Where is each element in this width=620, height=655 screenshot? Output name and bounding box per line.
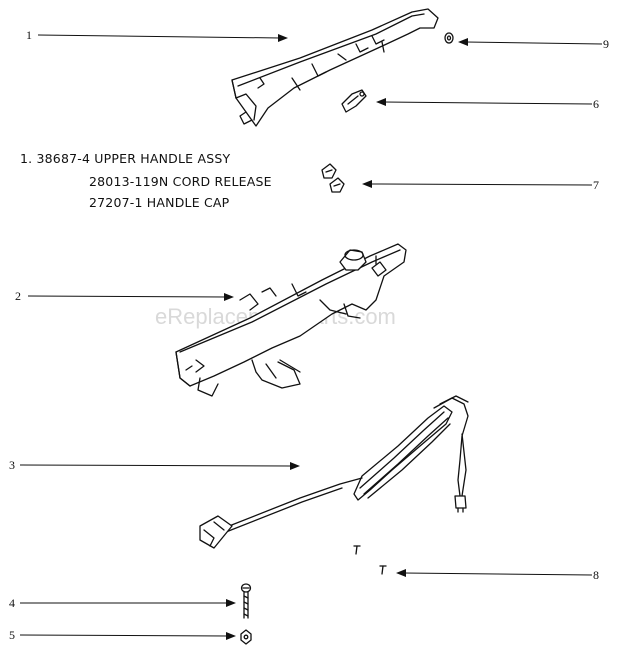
arrowhead-8	[396, 569, 406, 577]
leader-line-1	[37, 34, 281, 39]
leader-lines	[19, 34, 603, 640]
callout-1: 1	[26, 28, 32, 42]
leader-line-9	[465, 41, 603, 45]
leader-line-6	[383, 101, 593, 105]
lower-handle	[175, 243, 407, 397]
arrowhead-1	[278, 34, 288, 42]
arrowhead-2	[224, 293, 234, 301]
upper-handle-assembly	[231, 8, 439, 127]
arrowhead-6	[376, 98, 386, 106]
callout-2: 2	[15, 289, 21, 303]
arrowhead-3	[290, 462, 300, 470]
arrowhead-4	[226, 599, 236, 607]
handle-cap	[444, 32, 454, 44]
callout-8: 8	[593, 568, 599, 582]
leader-line-2	[27, 295, 227, 298]
leader-line-3	[19, 464, 293, 467]
small-pins	[353, 545, 387, 575]
callout-7: 7	[593, 178, 599, 192]
callout-numbers: 1 2 3 4 5 6 7 8 9	[9, 28, 609, 642]
leader-line-5	[19, 634, 229, 637]
arrowhead-7	[362, 180, 372, 188]
leader-line-8	[403, 572, 593, 576]
screw	[240, 583, 252, 619]
callout-4: 4	[9, 596, 15, 610]
nut	[240, 629, 252, 645]
cord-release	[341, 89, 367, 113]
leader-line-7	[369, 183, 593, 186]
arrowhead-5	[226, 632, 236, 640]
callout-9: 9	[603, 37, 609, 51]
callout-6: 6	[593, 97, 599, 111]
arrowhead-9	[458, 38, 468, 46]
callout-3: 3	[9, 458, 15, 472]
power-cord	[199, 395, 469, 549]
parts-list-line-2: 28013-119N CORD RELEASE	[89, 174, 272, 189]
parts-list-line-1: 1. 38687-4 UPPER HANDLE ASSY	[20, 151, 230, 166]
callout-5: 5	[9, 628, 15, 642]
small-clips	[321, 163, 345, 193]
parts-list: 1. 38687-4 UPPER HANDLE ASSY 28013-119N …	[20, 151, 272, 210]
parts-list-line-3: 27207-1 HANDLE CAP	[89, 195, 230, 210]
